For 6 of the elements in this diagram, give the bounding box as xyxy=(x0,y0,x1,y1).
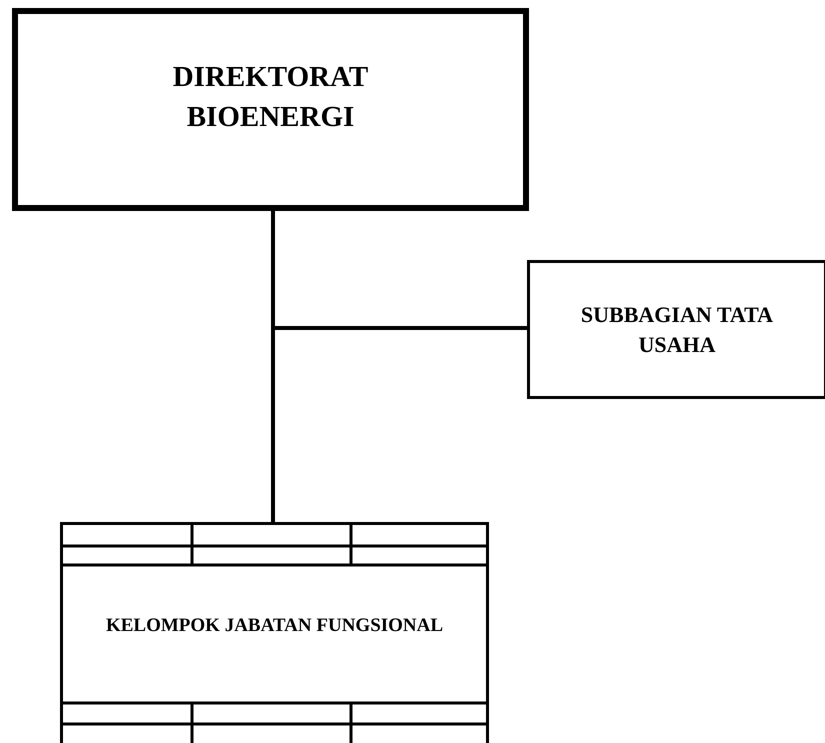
unit-name: DIREKTORAT BIOENERGI xyxy=(172,60,370,134)
unit-name: KELOMPOK JABATAN FUNGSIONAL xyxy=(106,614,444,638)
connector-line xyxy=(271,211,527,330)
unit-name: SUBBAGIAN TATA USAHA xyxy=(580,300,774,358)
org-unit-box xyxy=(527,260,825,399)
org-unit-box xyxy=(12,8,529,211)
